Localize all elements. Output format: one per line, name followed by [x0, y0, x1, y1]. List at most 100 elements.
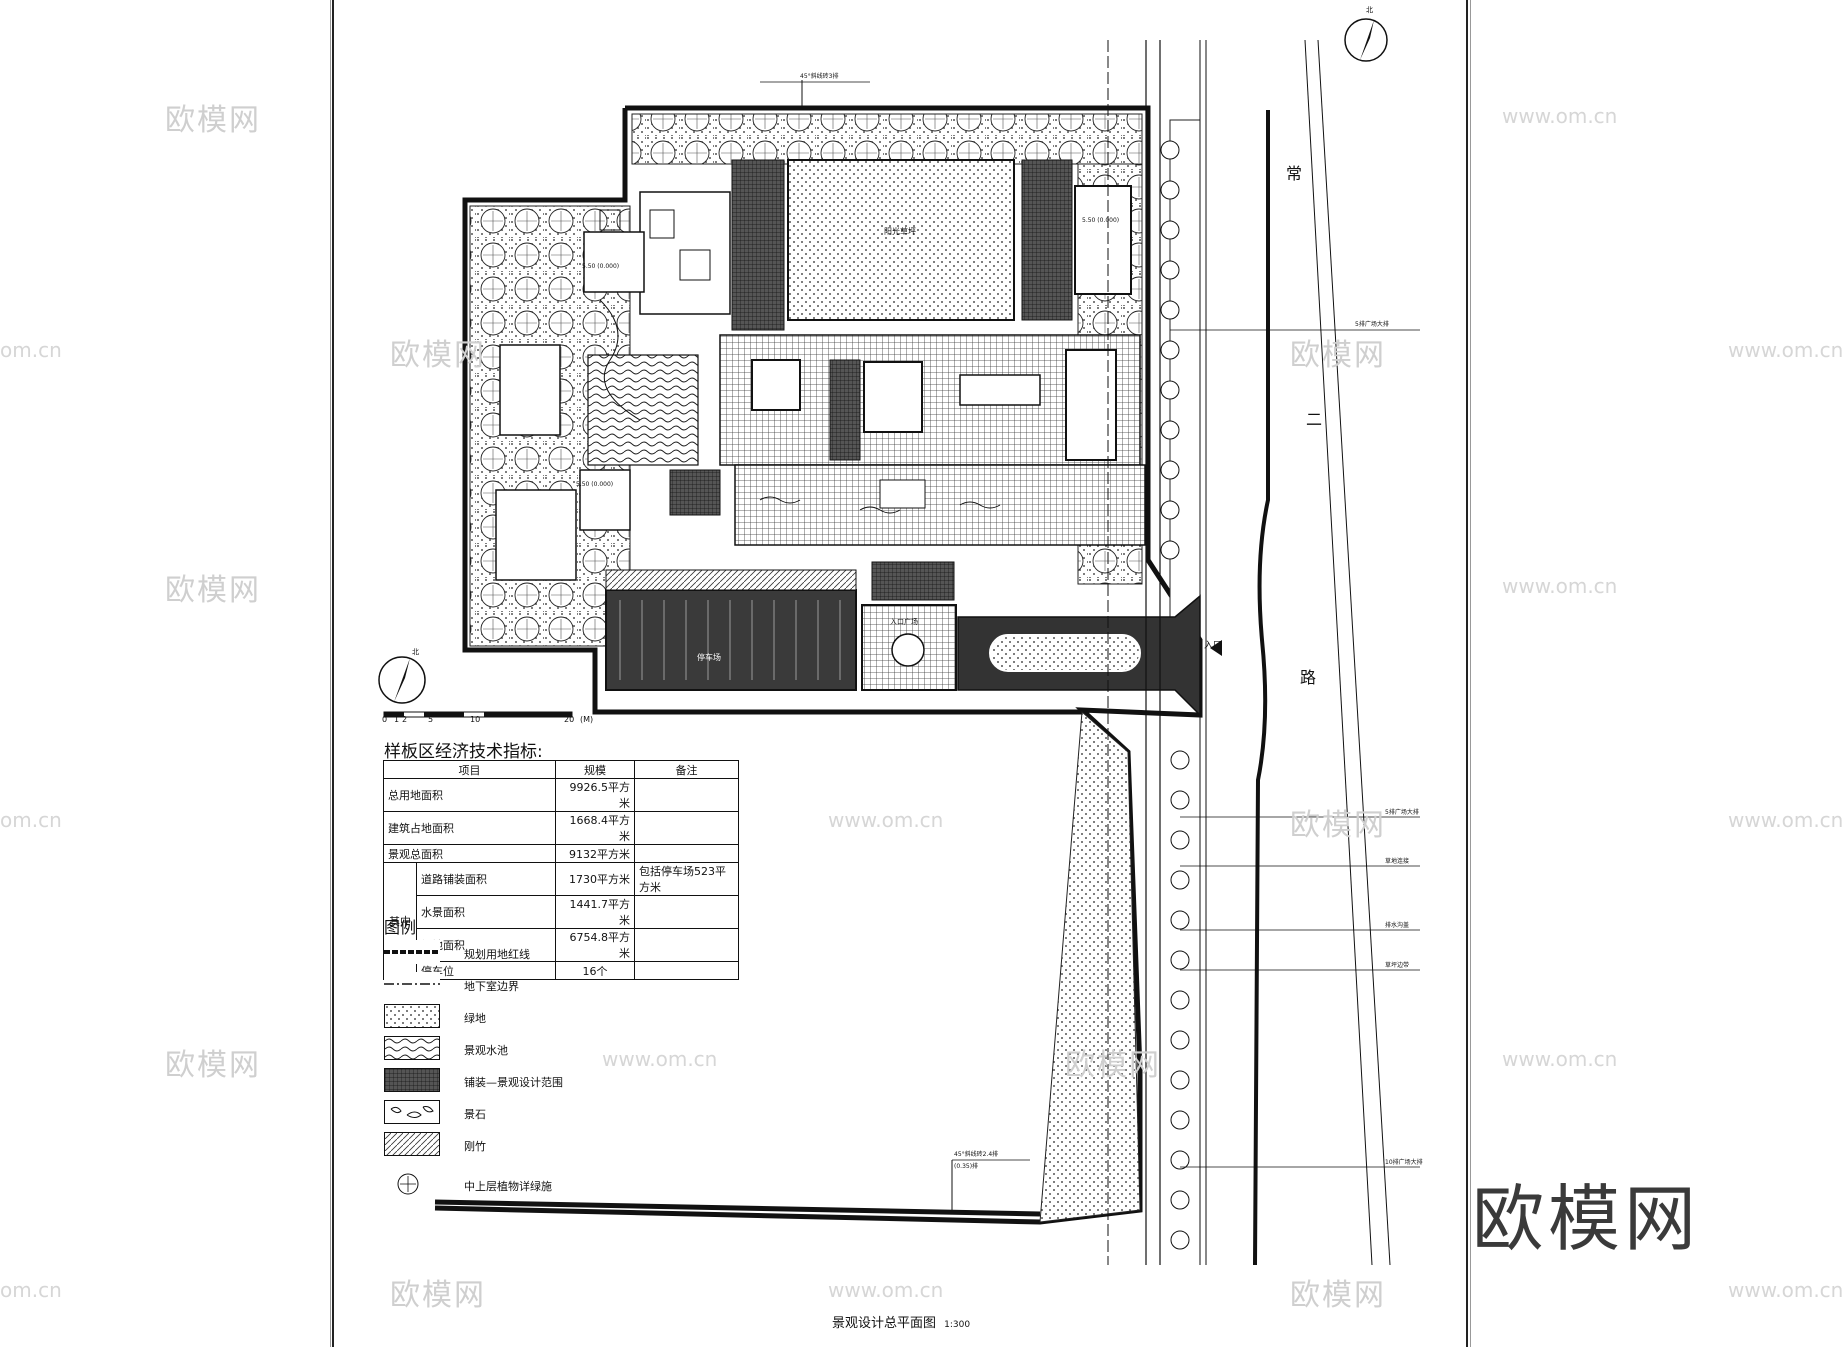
drawing-frame-left [332, 0, 334, 1347]
stats-cell-item: 景观总面积 [383, 844, 556, 863]
watermark-url: om.cn [0, 338, 62, 362]
legend-item-tree: 中上层植物详绿施 [384, 1172, 784, 1198]
stats-header-row: 项目 规模 备注 [383, 760, 739, 779]
legend-title: 图例 [384, 918, 417, 937]
watermark-cn: 欧模网 [1290, 1278, 1386, 1313]
right-dim-label-3: 草地连接 [1385, 857, 1409, 865]
bottom-dim-label-2: (0.35)排 [954, 1162, 978, 1170]
legend-swatch-grid [384, 1068, 440, 1092]
side-strips [731, 159, 1132, 331]
brand-logo-text: 欧模网 [1472, 1177, 1701, 1261]
stats-cell-value: 1668.4平方米 [555, 811, 635, 845]
watermark-url: www.om.cn [1728, 338, 1843, 362]
north-arrow-bottom [378, 656, 426, 704]
road-name-char-1: 常 [1286, 164, 1303, 183]
table-row: 建筑占地面积 1668.4平方米 [383, 811, 739, 845]
watermark-cn: 欧模网 [165, 1048, 261, 1083]
legend-label: 中上层植物详绿施 [464, 1180, 552, 1193]
stats-cell-item: 道路铺装面积 [416, 862, 556, 896]
stats-cell-note [634, 778, 739, 812]
legend-swatch-bamboo [384, 1132, 440, 1156]
lawn-label: 阳光草坪 [884, 226, 916, 236]
north-label-top: 北 [1366, 6, 1373, 14]
stats-cell-value: 9132平方米 [555, 844, 635, 863]
stats-cell-item: 总用地面积 [383, 778, 556, 812]
entry-plaza-label: 入口广场 [890, 617, 918, 626]
sheet-scale: 1:300 [944, 1320, 971, 1330]
road-name-char-3: 路 [1300, 668, 1317, 687]
watermark-cn: 欧模网 [1290, 338, 1386, 373]
main-road [1107, 39, 1391, 1266]
legend-label: 地下室边界 [464, 980, 519, 993]
watermark-cn: 欧模网 [1065, 1048, 1161, 1083]
stats-header-note: 备注 [634, 760, 739, 779]
scale-tick-0: 0 [382, 715, 387, 724]
legend-label: 景观水池 [464, 1044, 508, 1057]
stats-table: 项目 规模 备注 总用地面积 9926.5平方米 建筑占地面积 1668.4平方… [383, 760, 739, 980]
water-garden [587, 299, 699, 466]
stats-cell-value: 6754.8平方米 [555, 928, 635, 962]
scale-tick-20: 20 [564, 715, 574, 724]
legend-item-green: 绿地 [384, 1004, 784, 1030]
clubhouse-paving [669, 334, 1146, 546]
north-arrow-top [1344, 18, 1388, 62]
legend-item-stones: 景石 [384, 1100, 784, 1126]
watermark-url: om.cn [0, 1278, 62, 1302]
stats-cell-note [634, 895, 739, 929]
top-dimension [760, 80, 870, 108]
bottom-dimension [951, 1159, 1030, 1210]
right-dim-label-6: 10排广场大排 [1385, 1158, 1423, 1166]
legend-item-basement-line: 地下室边界 [384, 972, 784, 998]
stats-cell-note [634, 811, 739, 845]
watermark-cn: 欧模网 [165, 573, 261, 608]
sheet-title-text: 景观设计总平面图 [832, 1316, 937, 1331]
stats-cell-note [634, 844, 739, 863]
parking-label: 停车场 [697, 652, 721, 662]
legend-label: 景石 [464, 1108, 486, 1121]
right-dim-label-2: 5排广场大排 [1385, 808, 1419, 816]
drawing-frame-right [1466, 0, 1468, 1347]
table-row: 其中 道路铺装面积 1730平方米 包括停车场523平方米 [383, 862, 739, 980]
watermark-url: www.om.cn [1728, 808, 1843, 832]
scale-unit: (M) [580, 715, 593, 724]
elevation-label-2: 5.50 (0.000) [576, 481, 613, 488]
road-name-char-2: 二 [1306, 410, 1323, 429]
legend-swatch-dots [384, 1004, 440, 1028]
site-plan-drawing: 阳光草坪 [378, 6, 1423, 1266]
legend-item-boundary-line: 规划用地红线 [384, 940, 784, 966]
entry-plaza [861, 561, 957, 691]
stats-cell-item: 绿地面积 [416, 928, 556, 962]
entrance-label: 入口 [1204, 640, 1222, 651]
watermark-cn: 欧模网 [1290, 808, 1386, 843]
stats-cell-item: 水景面积 [416, 895, 556, 929]
elevation-label-1: 5.50 (0.000) [582, 263, 619, 270]
table-row: 总用地面积 9926.5平方米 [383, 778, 739, 812]
stats-cell-value: 9926.5平方米 [555, 778, 635, 812]
watermark-url: www.om.cn [1502, 104, 1618, 128]
elevation-label-3: 5.50 (0.000) [1082, 217, 1119, 224]
right-dim-label-1: 5排广场大排 [1355, 320, 1389, 328]
watermark-url: om.cn [0, 808, 62, 832]
legend-label: 绿地 [464, 1012, 486, 1025]
watermark-url: www.om.cn [1728, 1278, 1843, 1302]
scale-tick-5: 5 [428, 715, 433, 724]
stats-cell-item: 建筑占地面积 [383, 811, 556, 845]
stats-cell-note [634, 928, 739, 962]
legend-label: 规划用地红线 [464, 948, 530, 961]
sheet-title: 景观设计总平面图 1:300 [832, 1312, 970, 1331]
watermark-cn: 欧模网 [390, 1278, 486, 1313]
left-margin-panel [0, 0, 331, 1347]
legend-swatch-stones [384, 1100, 440, 1124]
scale-bar [383, 711, 573, 718]
stats-title: 样板区经济技术指标: [384, 742, 543, 762]
legend-item-bamboo: 刚竹 [384, 1132, 784, 1158]
legend-swatch-dashed [384, 940, 440, 964]
right-dim-label-4: 排水沟盖 [1385, 921, 1409, 929]
watermark-url: www.om.cn [1502, 574, 1618, 598]
stats-header-value: 规模 [555, 760, 635, 779]
scale-tick-1: 1 [394, 715, 399, 724]
watermark-url: www.om.cn [828, 808, 944, 832]
stats-header-item: 项目 [383, 760, 556, 779]
watermark-cn: 欧模网 [390, 338, 486, 373]
table-row: 水景面积 1441.7平方米 [384, 895, 739, 929]
